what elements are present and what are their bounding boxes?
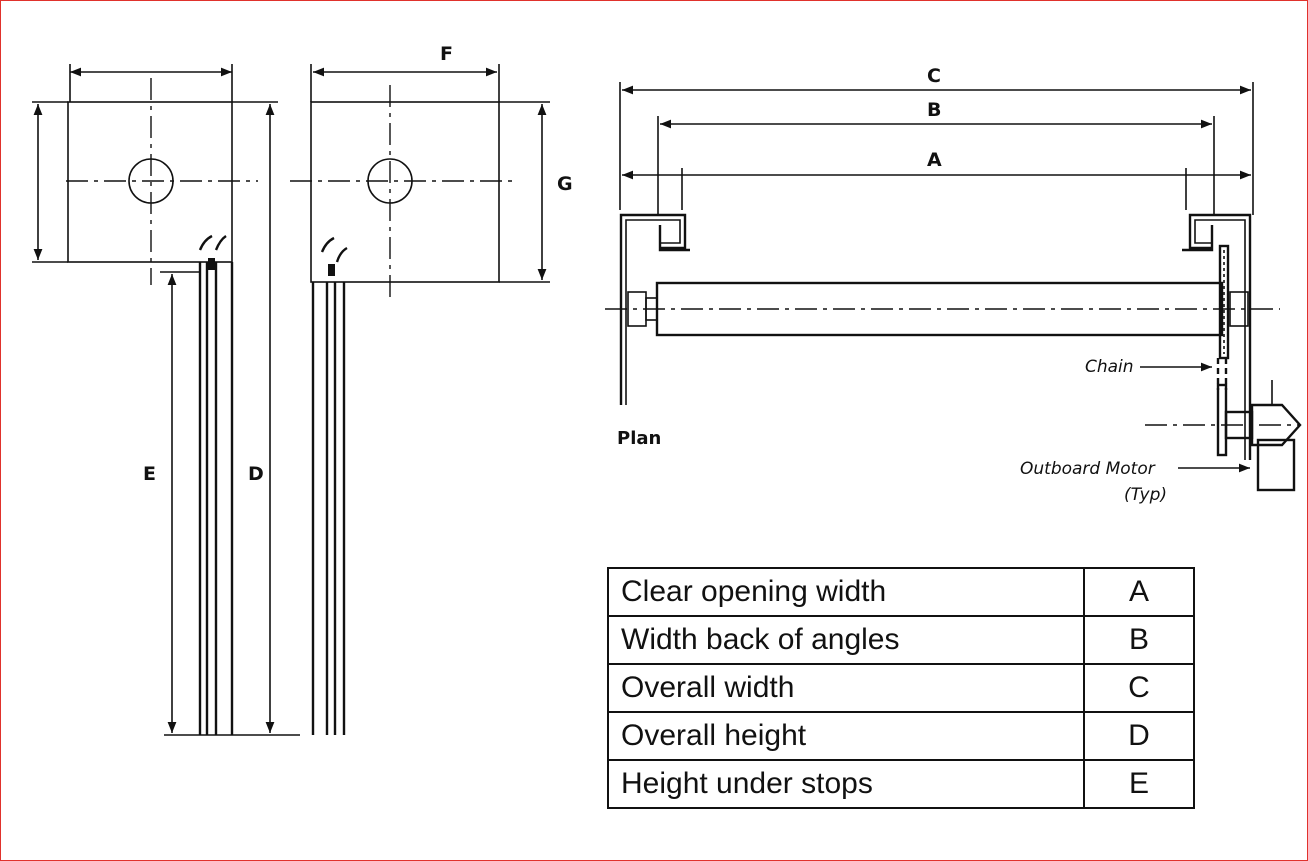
plan-label: Plan <box>617 428 661 449</box>
label-d: D <box>248 463 264 485</box>
motor-body <box>1256 438 1296 492</box>
legend-label: Height under stops <box>607 759 1085 809</box>
label-f: F <box>440 43 453 65</box>
legend-key: A <box>1083 567 1195 617</box>
middle-head-box <box>310 101 500 283</box>
label-e: E <box>143 463 156 485</box>
table-row: Overall width C <box>607 663 1195 713</box>
chain-label: Chain <box>1085 357 1134 377</box>
label-g: G <box>557 173 573 195</box>
table-row: Clear opening width A <box>607 567 1195 617</box>
legend-key: B <box>1083 615 1195 665</box>
legend-label: Overall width <box>607 663 1085 713</box>
sprocket <box>1218 244 1230 360</box>
table-row: Width back of angles B <box>607 615 1195 665</box>
legend-label: Width back of angles <box>607 615 1085 665</box>
label-a: A <box>927 149 942 171</box>
table-row: Height under stops E <box>607 759 1195 809</box>
left-elevation: E D <box>32 64 300 736</box>
dimension-legend-table: Clear opening width A Width back of angl… <box>607 567 1195 809</box>
legend-key: D <box>1083 711 1195 761</box>
motor-typ-label: (Typ) <box>1124 485 1167 505</box>
legend-label: Clear opening width <box>607 567 1085 617</box>
table-row: Overall height D <box>607 711 1195 761</box>
plan-view: C B A <box>605 65 1302 505</box>
middle-elevation: F G <box>290 43 573 735</box>
legend-label: Overall height <box>607 711 1085 761</box>
motor-label: Outboard Motor <box>1020 459 1156 479</box>
label-b: B <box>927 99 941 121</box>
legend-key: C <box>1083 663 1195 713</box>
legend-key: E <box>1083 759 1195 809</box>
label-c: C <box>927 65 941 87</box>
left-head-box <box>67 101 233 263</box>
